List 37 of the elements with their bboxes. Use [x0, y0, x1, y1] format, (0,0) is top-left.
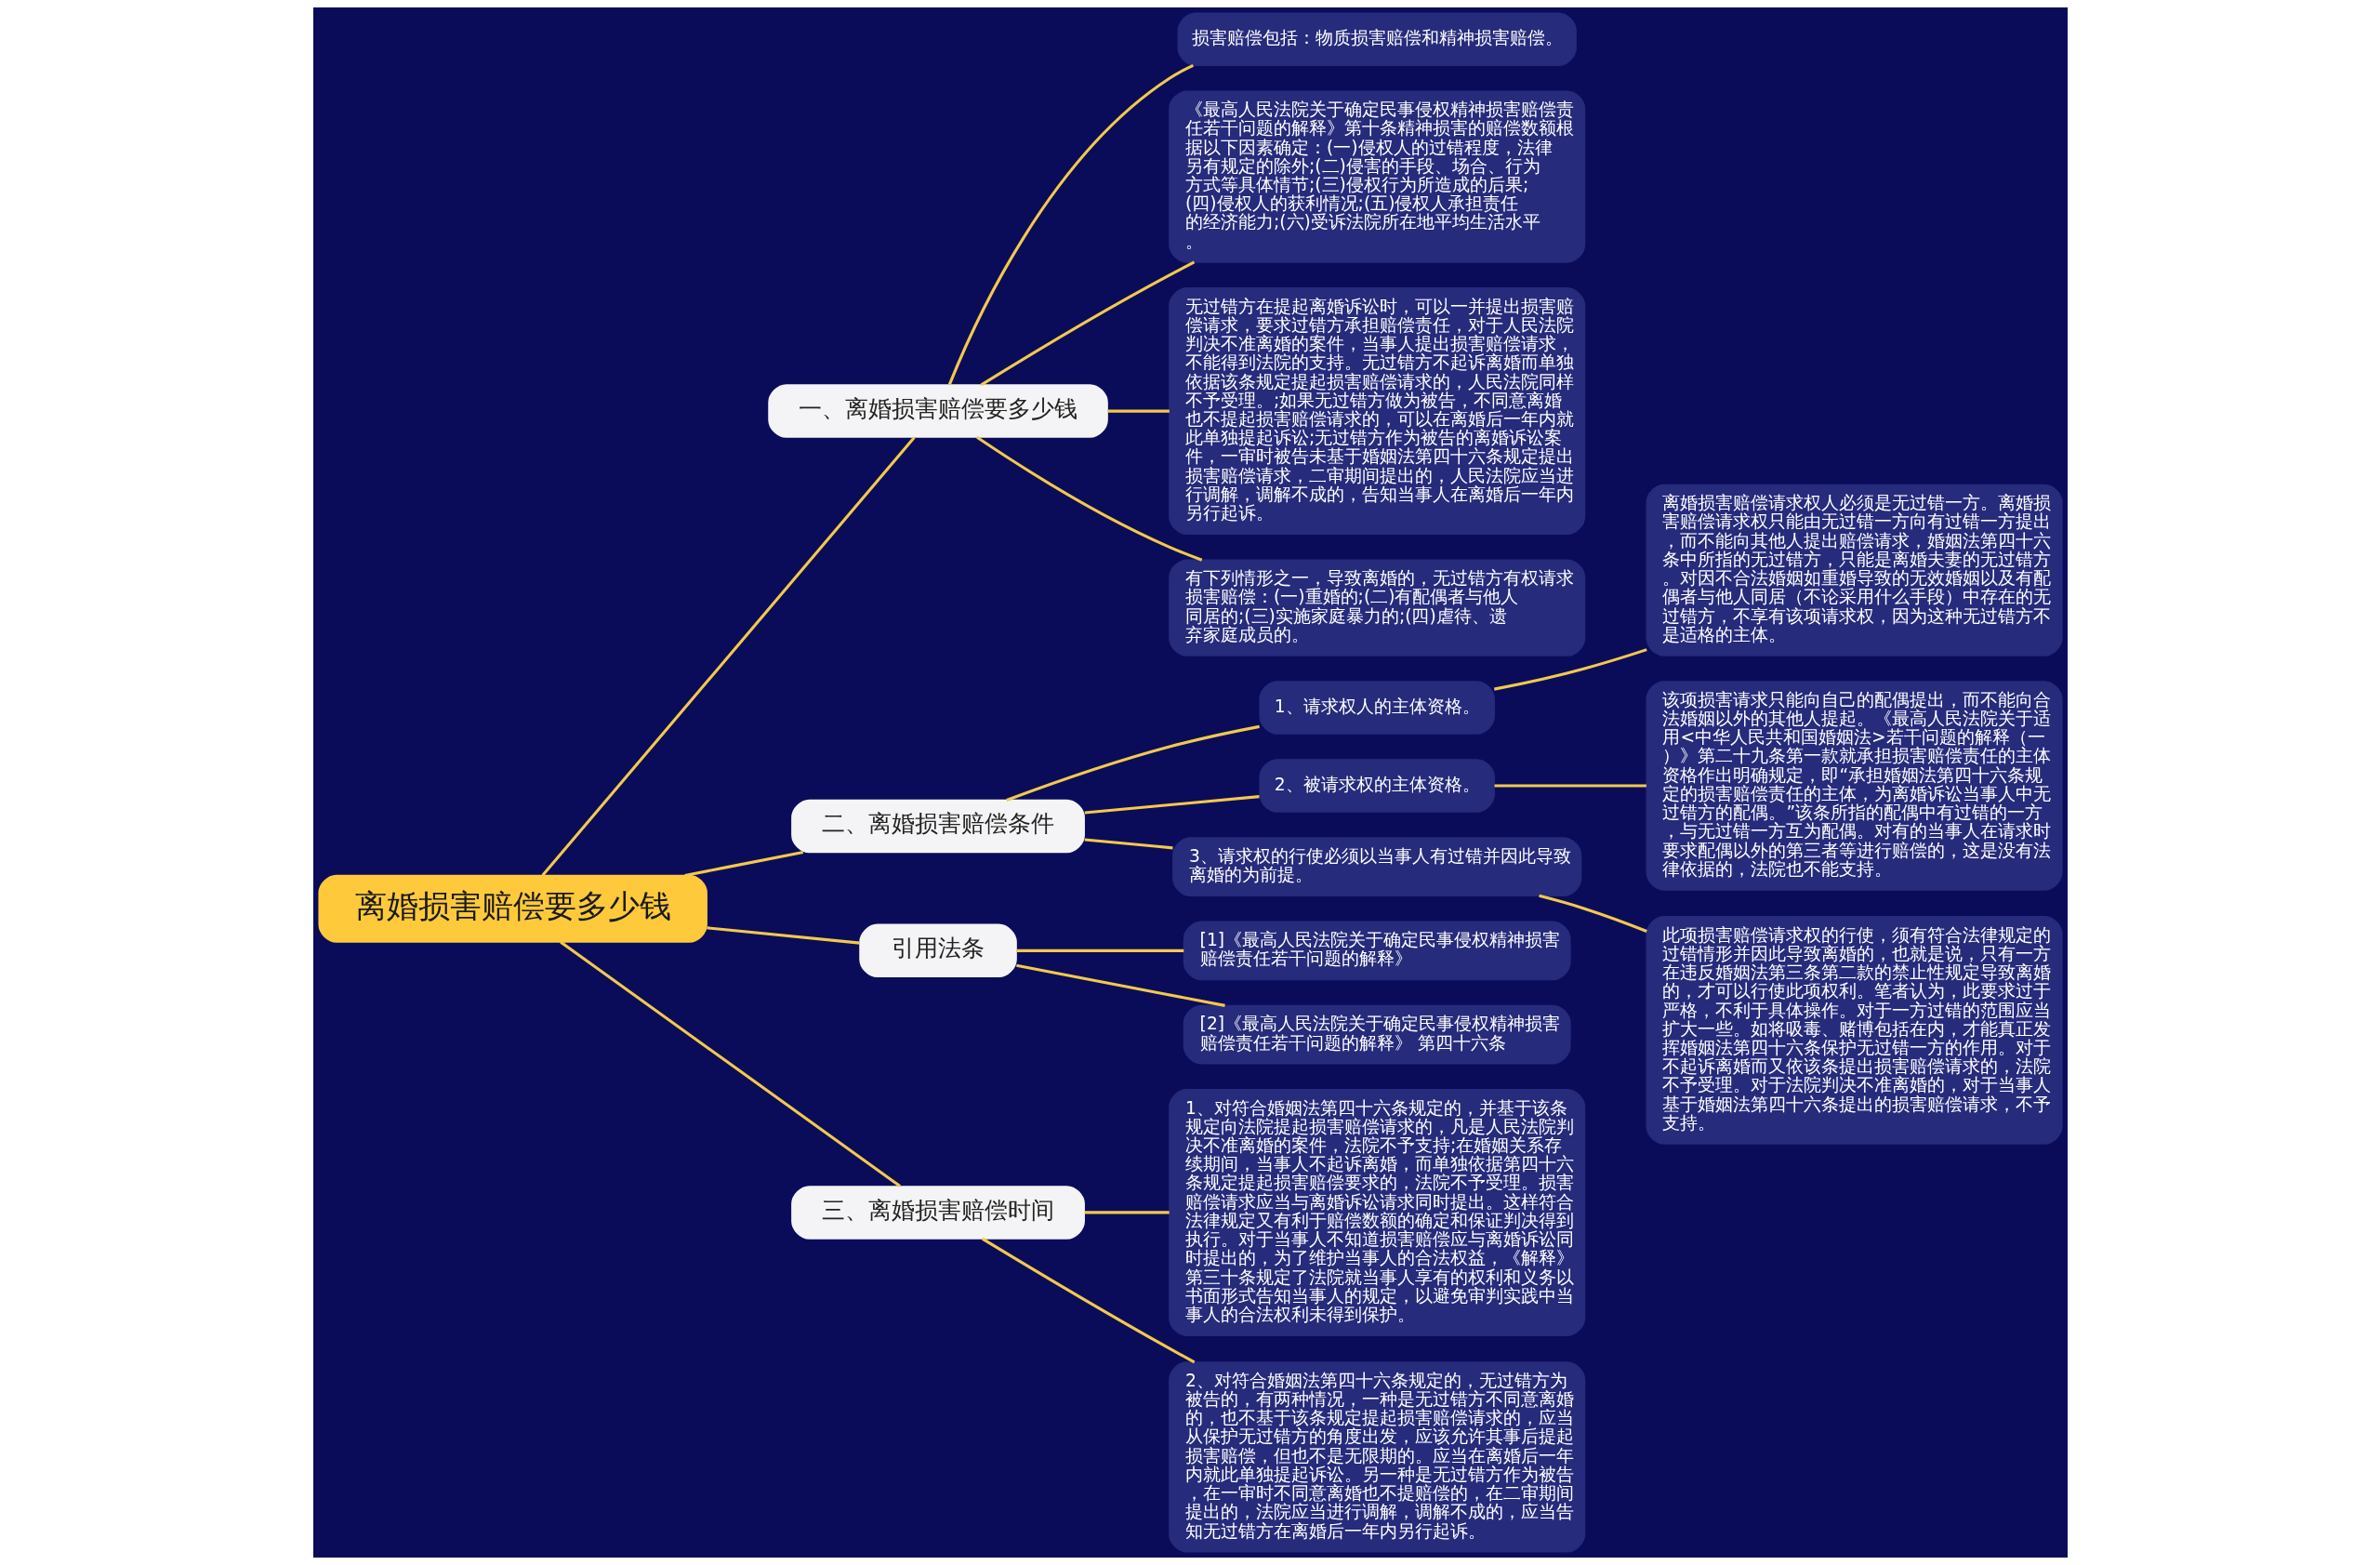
node-box: 有下列情形之一，导致离婚的，无过错方有权请求损害赔偿：(一)重婚的;(二)有配偶者与他人同居的;(三)实施家庭暴力的;(四)虐待、遗弃家庭成员的。 — [1168, 559, 1585, 657]
connector — [975, 435, 1202, 562]
connector — [1015, 948, 1183, 952]
node-box: 2、被请求权的主体资格。 — [1258, 759, 1495, 813]
connector — [1084, 838, 1173, 850]
connector — [980, 260, 1195, 387]
connector — [559, 940, 901, 1187]
connector — [683, 851, 803, 877]
node-box: 无过错方在提起离婚诉讼时，可以一并提出损害赔偿请求，要求过错方承担赔偿责任，对于人民法院判决不准离婚的案件，当事人提出损害赔偿请求，不能得到法院的支持。无过错方不起诉离婚而单独依据该条规定提起损害赔偿请求的，人民法院同样不予受理。;如果无过错方做为被告，不同意离婚也不提起损害赔偿请求的，可以在离婚后一年内就此单独提起诉讼;无过错方作为被告的离婚诉讼案件，一审时被告未基于婚姻法第四十六条规定提出损害赔偿请求，二审期间提出的，人民法院应当进行调解，调解不成的，告知当事人在离婚后一年内另行起诉。 — [1168, 287, 1585, 536]
connector — [1084, 795, 1260, 815]
node-box: [2]《最高人民法院关于确定民事侵权精神损害赔偿责任若干问题的解释》 第四十六条 — [1183, 1004, 1571, 1065]
node-box: 该项损害请求只能向自己的配偶提出，而不能向合法婚姻以外的其他人提起。《最高人民法院关于适用<中华人民共和国婚姻法>若干问题的解释（一）》第二十九条第一款就承担损害赔偿责任的主体资格作出明确规定，即“承担婚姻法第四十六条规定的损害赔偿责任的主体，为离婚诉讼当事人中无过错方的配偶。”该条所指的配偶中有过错的一方，与无过错一方互为配偶。对有的当事人在请求时要求配偶以外的第三者等进行赔偿的，这是没有法律依据的，法院也不能支持。 — [1646, 681, 2063, 891]
node-box: 2、对符合婚姻法第四十六条规定的，无过错方为被告的，有两种情况，一种是无过错方不同意离婚的，也不基于该条规定提起损害赔偿请求的，应当从保护无过错方的角度出发，应该允许其事后提起损害赔偿，但也不是无限期的。应当在离婚后一年内就此单独提起诉讼。另一种是无过错方作为被告，在一审时不同意离婚也不提赔偿的，在二审期间提出的，法院应当进行调解，调解不成的，应当告知无过错方在离婚后一年内另行起诉。 — [1168, 1361, 1585, 1553]
connector — [1493, 648, 1647, 691]
node-box: 1、请求权人的主体资格。 — [1258, 681, 1495, 735]
node-box: 一、离婚损害赔偿要多少钱 — [767, 384, 1108, 438]
connector — [1084, 1211, 1170, 1214]
connector — [981, 1237, 1195, 1364]
connector — [1106, 409, 1170, 413]
connector — [1538, 894, 1647, 933]
node-box: 此项损害赔偿请求权的行使，须有符合法律规定的过错情形并因此导致离婚的，也就是说，只有一方在违反婚姻法第三条第二款的禁止性规定导致离婚的，才可以行使此项权利。笔者认为，此要求过于严格，不利于具体操作。对于一方过错的范围应当扩大一些。如将吸毒、赌博包括在内，才能真正发挥婚姻法第四十六条保护无过错一方的作用。对于不起诉离婚而又依该条提出损害赔偿请求的，法院不予受理。对于法院判决不准离婚的，对于当事人基于婚姻法第四十六条提出的损害赔偿请求，不予支持。 — [1646, 916, 2063, 1145]
node-box: 离婚损害赔偿请求权人必须是无过错一方。离婚损害赔偿请求权只能由无过错一方向有过错一方提出，而不能向其他人提出赔偿请求，婚姻法第四十六条中所指的无过错方，只能是离婚夫妻的无过错方。对因不合法婚姻如重婚导致的无效婚姻以及有配偶者与他人同居（不论采用什么手段）中存在的无过错方，不享有该项请求权，因为这种无过错方不是适格的主体。 — [1646, 484, 2063, 657]
node-box: 3、请求权的行使必须以当事人有过错并因此导致离婚的为前提。 — [1171, 837, 1581, 896]
node-box: 1、对符合婚姻法第四十六条规定的，并基于该条规定向法院提起损害赔偿请求的，凡是人民法院判决不准离婚的案件，法院不予支持;在婚姻关系存续期间，当事人不起诉离婚，而单独依据第四十六条规定提起损害赔偿要求的，法院不予受理。损害赔偿请求应当与离婚诉讼请求同时提出。这样符合法律规定又有利于赔偿数额的确定和保证判决得到执行。对于当事人不知道损害赔偿应与离婚诉讼同时提出的，为了维护当事人的合法权益，《解释》第三十条规定了法院就当事人享有的权利和义务以书面形式告知当事人的规定，以避免审判实践中当事人的合法权利未得到保护。 — [1168, 1088, 1585, 1336]
node-box: 引用法条 — [858, 923, 1017, 978]
node-box: 损害赔偿包括：物质损害赔偿和精神损害赔偿。 — [1177, 12, 1577, 67]
node-box: 《最高人民法院关于确定民事侵权精神损害赔偿责任若干问题的解释》第十条精神损害的赔偿数额根据以下因素确定：(一)侵权人的过错程度，法律另有规定的除外;(二)侵害的手段、场合、行为方式等具体情节;(三)侵权行为所造成的后果;(四)侵权人的获利情况;(五)侵权人承担责任的经济能力;(六)受诉法院所在地平均生活水平。 — [1168, 90, 1585, 263]
connector — [947, 63, 1194, 386]
node-box: 离婚损害赔偿要多少钱 — [317, 874, 707, 943]
node-box: 三、离婚损害赔偿时间 — [790, 1186, 1085, 1240]
node-box: [1]《最高人民法院关于确定民事侵权精神损害赔偿责任若干问题的解释》 — [1183, 921, 1571, 981]
connector — [1005, 724, 1260, 802]
node-box: 二、离婚损害赔偿条件 — [790, 799, 1085, 854]
connector — [541, 436, 916, 877]
connector — [706, 926, 860, 945]
connector — [1015, 963, 1225, 1007]
connector — [1494, 784, 1646, 788]
